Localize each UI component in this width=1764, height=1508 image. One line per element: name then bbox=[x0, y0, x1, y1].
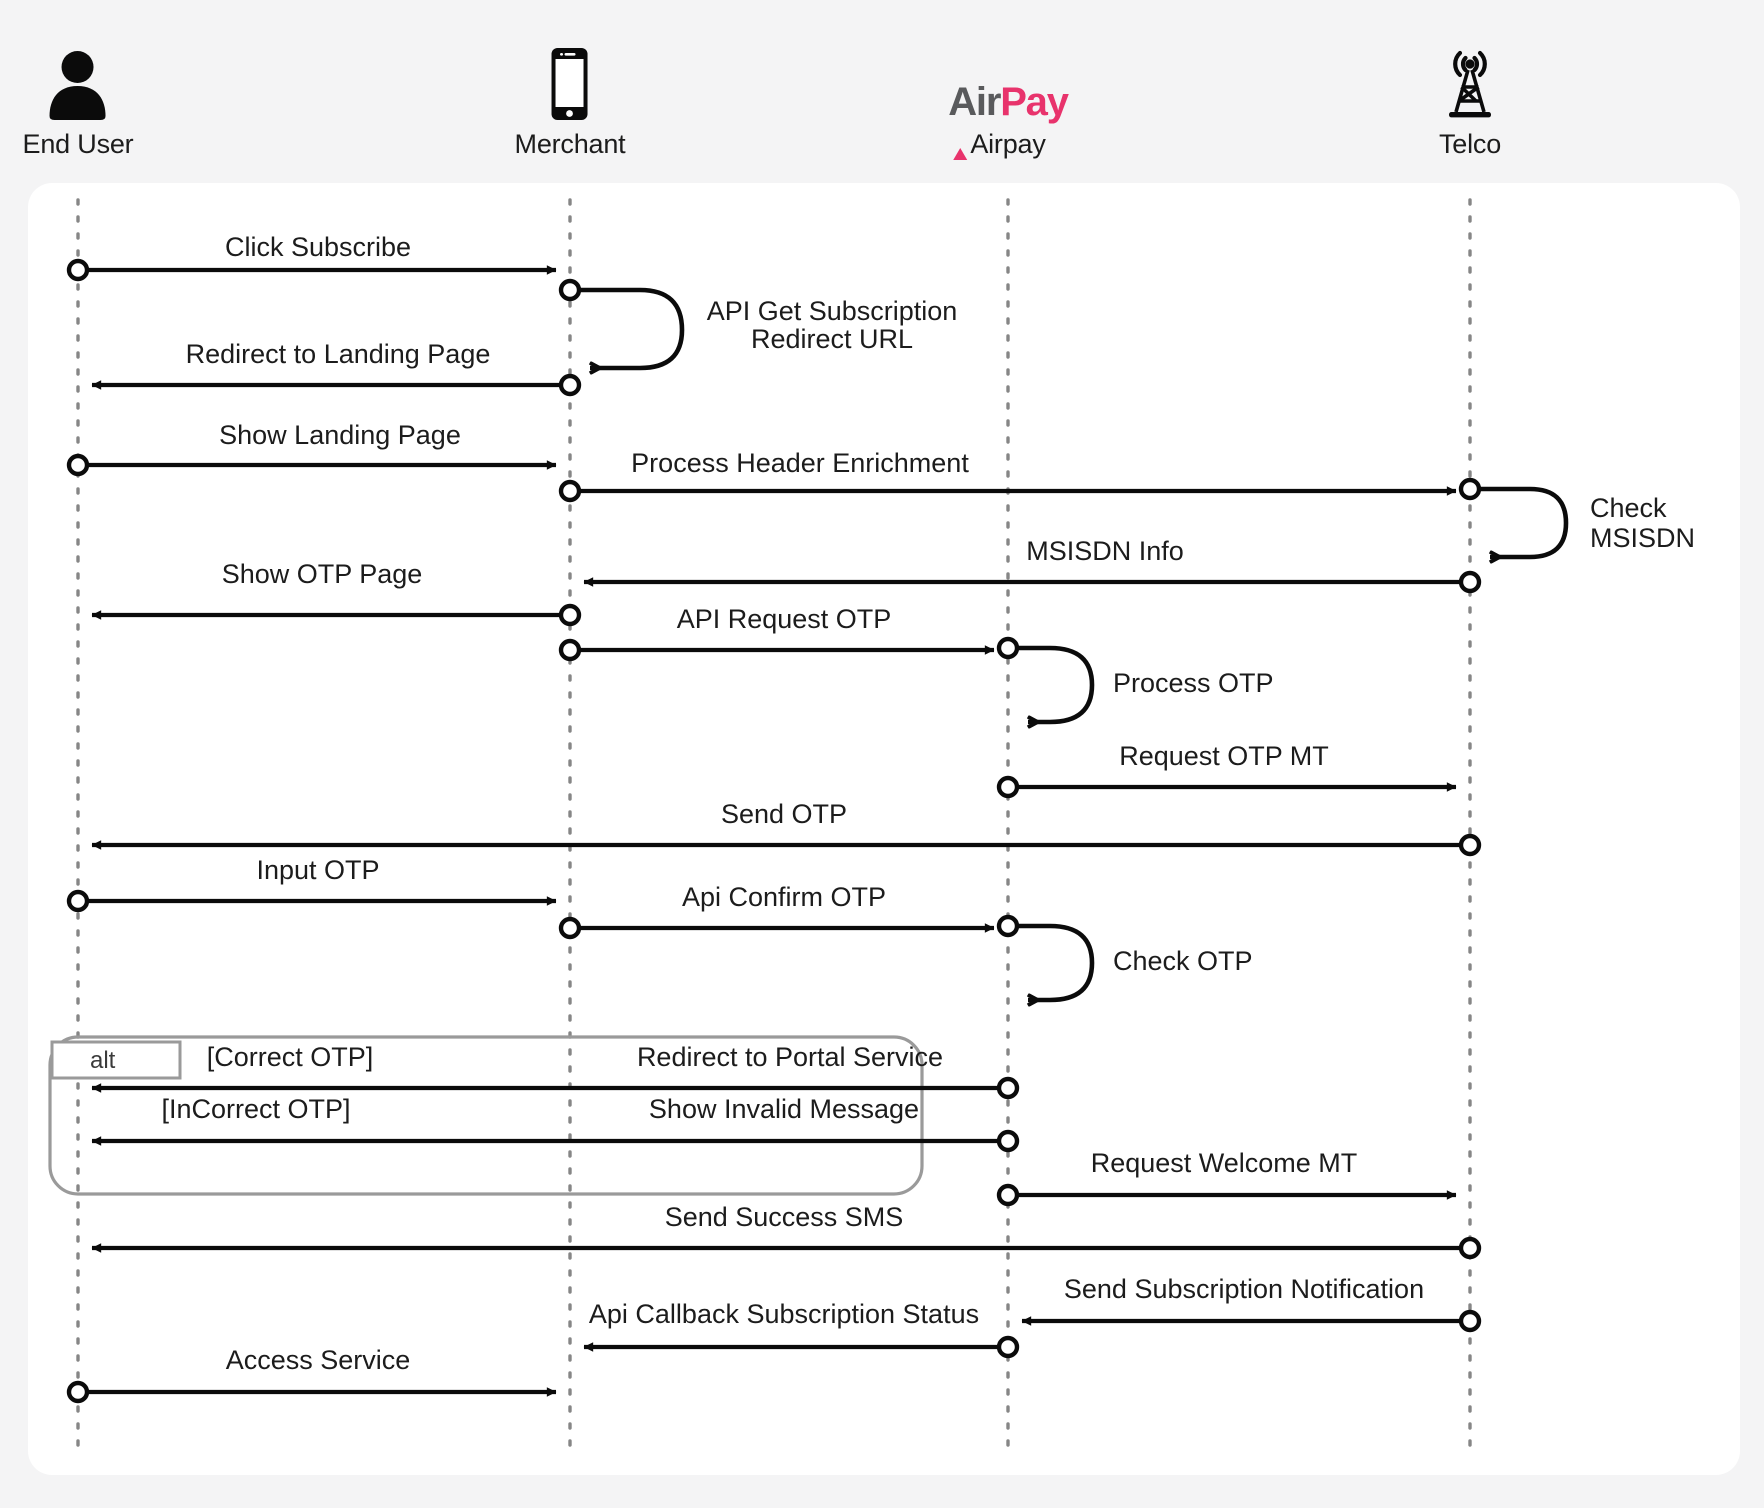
cell-tower-icon bbox=[1435, 40, 1505, 122]
message-label: Request Welcome MT bbox=[1091, 1148, 1358, 1178]
message-request-otp-mt[interactable]: Request OTP MT bbox=[996, 741, 1457, 799]
message-click-subscribe[interactable]: Click Subscribe bbox=[66, 232, 557, 282]
note-label: Process OTP bbox=[1113, 668, 1274, 698]
airpay-logo-pay: Pay bbox=[1000, 80, 1069, 124]
actor-label: Telco bbox=[1438, 129, 1502, 159]
message-label: Process Header Enrichment bbox=[631, 448, 969, 478]
alt-fragment-label: alt bbox=[90, 1047, 116, 1074]
message-label: Api Confirm OTP bbox=[682, 882, 886, 912]
note-line-2: Redirect URL bbox=[751, 324, 913, 354]
message-label: Click Subscribe bbox=[225, 232, 411, 262]
message-redirect-to-landing-page[interactable]: Redirect to Landing Page bbox=[91, 339, 582, 397]
message-redirect-to-portal-service[interactable]: [Correct OTP] Redirect to Portal Service bbox=[91, 1042, 1020, 1100]
message-access-service[interactable]: Access Service bbox=[66, 1345, 557, 1404]
message-send-success-sms[interactable]: Send Success SMS bbox=[91, 1202, 1482, 1260]
message-label: MSISDN Info bbox=[1026, 536, 1184, 566]
message-label: API Request OTP bbox=[677, 604, 892, 634]
lifelines bbox=[76, 198, 1472, 1457]
alt-fragment-tab bbox=[50, 1040, 182, 1080]
message-api-get-subscription-redirect-url[interactable]: API Get Subscription Redirect URL bbox=[558, 278, 958, 368]
message-label: Show Landing Page bbox=[219, 420, 461, 450]
message-process-header-enrichment[interactable]: Process Header Enrichment bbox=[558, 448, 1457, 503]
message-show-landing-page[interactable]: Show Landing Page bbox=[66, 420, 557, 477]
message-label: Redirect to Portal Service bbox=[637, 1042, 943, 1072]
message-send-subscription-notification[interactable]: Send Subscription Notification bbox=[1021, 1274, 1482, 1333]
guard-label: [InCorrect OTP] bbox=[161, 1094, 350, 1124]
note-line-2: MSISDN bbox=[1590, 523, 1695, 553]
message-send-otp[interactable]: Send OTP bbox=[91, 799, 1482, 857]
message-label: Show Invalid Message bbox=[649, 1094, 919, 1124]
actor-telco[interactable]: Telco bbox=[1435, 0, 1505, 160]
message-label: Send Success SMS bbox=[665, 1202, 904, 1232]
guard-label: [Correct OTP] bbox=[207, 1042, 374, 1072]
diagram-panel bbox=[28, 183, 1740, 1475]
message-label: Api Callback Subscription Status bbox=[589, 1299, 979, 1329]
message-label: Redirect to Landing Page bbox=[186, 339, 491, 369]
message-msisdn-info[interactable]: MSISDN Info bbox=[583, 536, 1482, 594]
message-show-invalid-message[interactable]: [InCorrect OTP] Show Invalid Message bbox=[91, 1094, 1020, 1153]
message-label: Access Service bbox=[226, 1345, 411, 1375]
airpay-logo-air: Air bbox=[948, 80, 1001, 124]
message-api-request-otp[interactable]: API Request OTP bbox=[558, 604, 995, 662]
note-line-1: API Get Subscription bbox=[707, 296, 958, 326]
message-api-confirm-otp[interactable]: Api Confirm OTP bbox=[558, 882, 995, 940]
actor-label: End User bbox=[22, 129, 134, 159]
message-check-msisdn[interactable]: Check MSISDN bbox=[1458, 477, 1695, 557]
message-api-callback-subscription-status[interactable]: Api Callback Subscription Status bbox=[583, 1299, 1020, 1359]
message-label: Input OTP bbox=[256, 855, 379, 885]
note-label: Check OTP bbox=[1113, 946, 1253, 976]
message-label: Send Subscription Notification bbox=[1064, 1274, 1424, 1304]
message-label: Send OTP bbox=[721, 799, 847, 829]
airpay-logo-triangle-icon bbox=[953, 148, 968, 160]
alt-fragment-box bbox=[48, 1035, 924, 1196]
message-request-welcome-mt[interactable]: Request Welcome MT bbox=[996, 1148, 1457, 1207]
actor-merchant[interactable]: Merchant bbox=[515, 0, 626, 160]
mobile-phone-icon bbox=[545, 40, 595, 122]
actor-end-user[interactable]: End User bbox=[23, 0, 134, 160]
message-label: Request OTP MT bbox=[1119, 741, 1329, 771]
message-check-otp[interactable]: Check OTP bbox=[996, 914, 1253, 1000]
message-show-otp-page[interactable]: Show OTP Page bbox=[91, 559, 582, 627]
message-input-otp[interactable]: Input OTP bbox=[66, 855, 557, 913]
note-line-1: Check bbox=[1590, 493, 1667, 523]
message-label: Show OTP Page bbox=[222, 559, 423, 589]
message-process-otp[interactable]: Process OTP bbox=[996, 636, 1274, 722]
actor-label: Airpay bbox=[970, 129, 1046, 159]
actor-label: Merchant bbox=[514, 129, 626, 159]
user-icon bbox=[46, 40, 110, 122]
alt-fragment: alt [Correct OTP] Redirect to Portal Ser… bbox=[48, 1035, 1020, 1196]
